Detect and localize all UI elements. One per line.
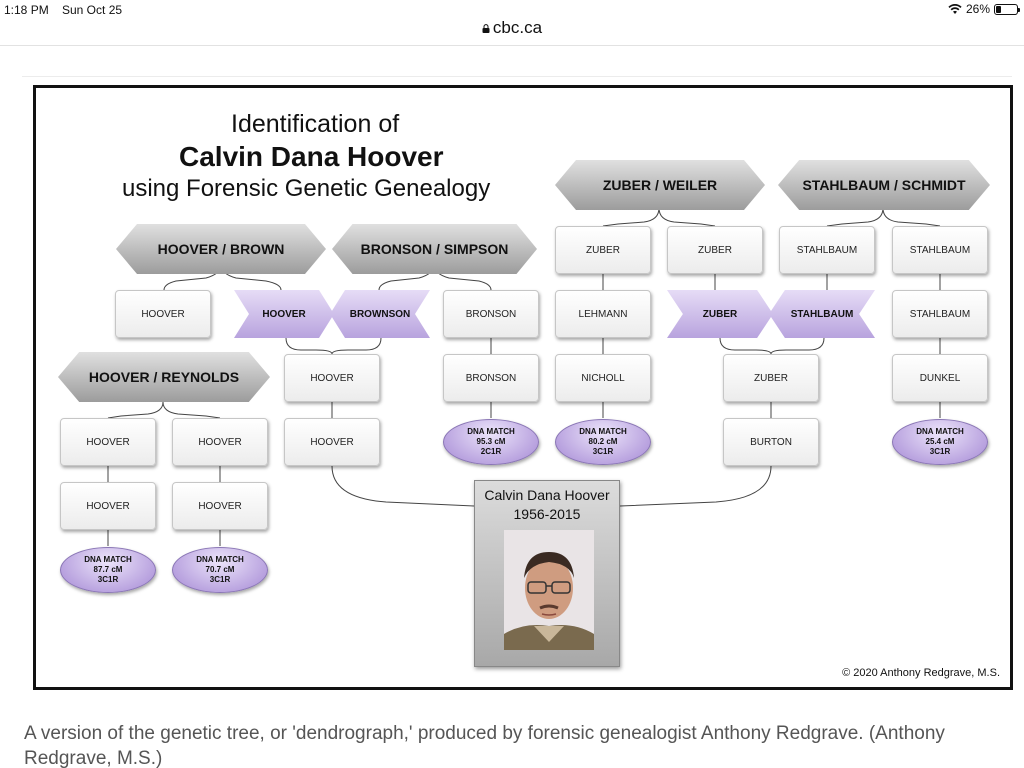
dna-match-relationship: 2C1R [480,447,502,456]
dna-match-badge: DNA MATCH 80.2 cM 3C1R [555,419,651,465]
status-right: 26% [948,2,1020,16]
ancestor-node: HOOVER [284,354,380,402]
family-header-hoover-reynolds: HOOVER / REYNOLDS [58,352,270,402]
ancestor-chevron-hoover: HOOVER [234,290,334,338]
ancestor-node: LEHMANN [555,290,651,338]
ancestor-chevron-brownson: BROWNSON [330,290,430,338]
status-bar: 1:18 PM Sun Oct 25 26% [0,0,1024,20]
dna-match-label: DNA MATCH [579,427,627,436]
divider [0,45,1024,46]
subject-years: 1956-2015 [513,506,581,522]
copyright-notice: © 2020 Anthony Redgrave, M.S. [842,667,1000,679]
address-bar[interactable]: cbc.ca [0,18,1024,42]
subject-photo [504,530,594,650]
ancestor-node: HOOVER [172,482,268,530]
dna-match-cm: 80.2 cM [588,437,618,446]
url-text[interactable]: cbc.ca [492,18,543,37]
ancestor-node: HOOVER [60,418,156,466]
dna-match-relationship: 3C1R [929,447,951,456]
divider [22,76,1012,77]
dna-match-cm: 70.7 cM [205,565,235,574]
ancestor-node: HOOVER [284,418,380,466]
ancestor-node: HOOVER [60,482,156,530]
ancestor-chevron-stahlbaum: STAHLBAUM [769,290,875,338]
family-header-hoover-brown: HOOVER / BROWN [116,224,326,274]
dna-match-badge: DNA MATCH 95.3 cM 2C1R [443,419,539,465]
ancestor-node: BRONSON [443,290,539,338]
dna-match-relationship: 3C1R [592,447,614,456]
dendrograph-figure: Identification of Calvin Dana Hoover usi… [33,85,1013,690]
dna-match-cm: 95.3 cM [476,437,506,446]
tree-connectors [107,207,941,546]
status-time: 1:18 PM [4,3,49,17]
dna-match-badge: DNA MATCH 87.7 cM 3C1R [60,547,156,593]
ancestor-node: HOOVER [172,418,268,466]
ancestor-node: BRONSON [443,354,539,402]
subject-card: Calvin Dana Hoover 1956-2015 [474,480,620,667]
ancestor-chevron-zuber: ZUBER [667,290,773,338]
dna-match-cm: 87.7 cM [93,565,123,574]
dna-match-label: DNA MATCH [196,555,244,564]
ancestor-node: BURTON [723,418,819,466]
figure-title-line1: Identification of [231,110,400,138]
figure-title-line3: using Forensic Genetic Genealogy [122,175,491,202]
family-header-stahlbaum-schmidt: STAHLBAUM / SCHMIDT [778,160,990,210]
lock-icon [482,24,490,34]
family-header-bronson-simpson: BRONSON / SIMPSON [332,224,537,274]
dna-match-badge: DNA MATCH 70.7 cM 3C1R [172,547,268,593]
battery-percent: 26% [965,2,990,16]
battery-fill [996,5,1002,13]
figure-caption: A version of the genetic tree, or 'dendr… [24,723,945,768]
dna-match-cm: 25.4 cM [925,437,955,446]
battery-icon [994,3,1020,15]
ancestor-node: STAHLBAUM [892,290,988,338]
ancestor-node: NICHOLL [555,354,651,402]
ancestor-node: DUNKEL [892,354,988,402]
ancestor-node: HOOVER [115,290,211,338]
dna-match-relationship: 3C1R [209,575,231,584]
status-date: Sun Oct 25 [62,3,123,17]
family-header-zuber-weiler: ZUBER / WEILER [555,160,765,210]
dna-match-relationship: 3C1R [97,575,119,584]
subject-name: Calvin Dana Hoover [484,487,610,503]
dna-match-label: DNA MATCH [84,555,132,564]
ancestor-node: STAHLBAUM [779,226,875,274]
ancestor-node: ZUBER [667,226,763,274]
dna-match-label: DNA MATCH [467,427,515,436]
dna-match-label: DNA MATCH [916,427,964,436]
dna-match-badge: DNA MATCH 25.4 cM 3C1R [892,419,988,465]
figure-title-subject: Calvin Dana Hoover [179,141,444,172]
ancestor-node: STAHLBAUM [892,226,988,274]
wifi-icon [948,4,962,14]
ancestor-node: ZUBER [555,226,651,274]
ancestor-node: ZUBER [723,354,819,402]
